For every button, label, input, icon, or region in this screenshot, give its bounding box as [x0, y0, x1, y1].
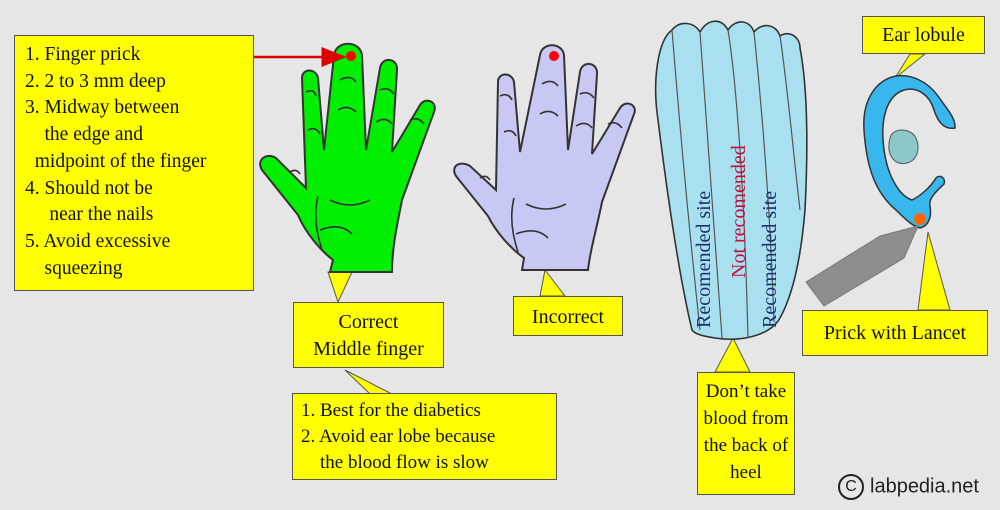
ear-lobule-prick-dot: [914, 213, 926, 225]
incorrect-hand: [453, 44, 636, 271]
diabetics-callout-pointer: [344, 369, 393, 395]
list-item: 2. 2 to 3 mm deep: [25, 70, 166, 92]
ear: [805, 74, 956, 307]
ear-lobule-label: Ear lobule: [882, 24, 965, 46]
list-item: near the nails: [25, 204, 154, 226]
heel-line: Don’t take: [705, 381, 787, 402]
list-item: squeezing: [25, 257, 123, 279]
lancet-label: Prick with Lancet: [823, 322, 967, 344]
middle-finger-label: Middle finger: [313, 338, 424, 360]
foot-sole: Recomended site Not recomended Recomende…: [654, 20, 808, 340]
lancet-callout-pointer: [917, 231, 951, 311]
incorrect-label: Incorrect: [531, 306, 605, 328]
heel-callout-pointer: [714, 336, 751, 373]
finger-prick-instructions-box: 1. Finger prick 2. 2 to 3 mm deep 3. Mid…: [14, 35, 254, 291]
list-item: 2. Avoid ear lobe because: [301, 426, 496, 448]
ear-lobule-callout-pointer: [894, 53, 927, 79]
list-item: 1. Finger prick: [25, 44, 141, 65]
correct-hand: [259, 42, 436, 273]
list-item: 4. Should not be: [25, 177, 153, 199]
heel-line: heel: [730, 461, 762, 483]
list-item: midpoint of the finger: [25, 150, 207, 172]
incorrect-prick-dot: [549, 51, 559, 61]
correct-prick-dot: [346, 51, 356, 61]
diabetics-list: 1. Best for the diabetics 2. Avoid ear l…: [301, 398, 548, 477]
prick-with-lancet-box: Prick with Lancet: [802, 310, 988, 356]
foot-left-label: Recomended site: [693, 191, 715, 328]
incorrect-callout-pointer: [539, 268, 567, 297]
copyright-icon: C: [838, 474, 864, 500]
foot-middle-label: Not recomended: [728, 145, 750, 278]
finger-prick-list: 1. Finger prick 2. 2 to 3 mm deep 3. Mid…: [25, 42, 243, 282]
heel-line: the back of: [703, 434, 789, 456]
list-item: 1. Best for the diabetics: [301, 400, 481, 421]
lancet: [805, 225, 919, 307]
foot-right-label: Recomended site: [759, 191, 781, 328]
correct-middle-finger-box: Correct Middle finger: [293, 302, 444, 368]
diabetics-notes-box: 1. Best for the diabetics 2. Avoid ear l…: [292, 393, 557, 480]
copyright-text: labpedia.net: [870, 475, 979, 498]
correct-callout-pointer: [327, 271, 353, 304]
incorrect-box: Incorrect: [513, 296, 623, 336]
list-item: the blood flow is slow: [301, 452, 489, 474]
list-item: 3. Midway between: [25, 97, 180, 119]
list-item: the edge and: [25, 124, 144, 146]
list-item: 5. Avoid excessive: [25, 230, 171, 252]
ear-lobule-box: Ear lobule: [862, 16, 985, 54]
heel-warning-box: Don’t take blood from the back of heel: [697, 372, 795, 495]
heel-line: blood from: [703, 407, 789, 429]
correct-label: Correct: [338, 311, 399, 333]
